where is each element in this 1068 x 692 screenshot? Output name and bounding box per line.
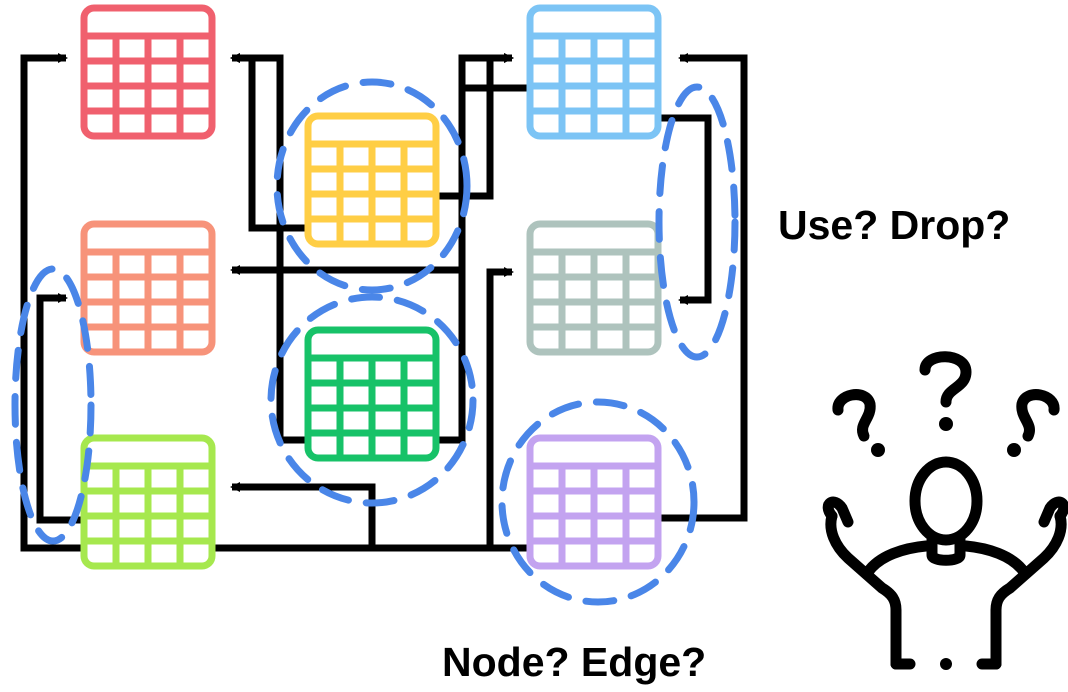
person-right-hand: [1038, 496, 1068, 528]
edge-lightblue-to-gray: [660, 114, 712, 305]
table-icon-red: [80, 4, 216, 140]
highlight-yellow-node: [273, 78, 471, 294]
highlight-purple-node: [498, 398, 698, 606]
node-edge-label: Node? Edge?: [442, 639, 707, 685]
use-drop-label: Use? Drop?: [778, 202, 1011, 248]
question-mark-dots: [871, 417, 1021, 670]
person-left-hand: [822, 496, 854, 528]
highlights-group: [11, 78, 739, 606]
table-icon-purple: [526, 434, 662, 570]
question-mark-center: [919, 351, 972, 408]
edge-into-gray: [84, 267, 514, 552]
highlight-left-edge: [11, 265, 95, 545]
dot-right: [1007, 443, 1021, 457]
edge-yellow-to-red: [230, 53, 308, 232]
edges-group: [20, 53, 748, 552]
person-head: [909, 456, 983, 546]
dot-center: [939, 417, 953, 431]
table-icon-lime: [80, 434, 216, 570]
edge-lime-to-orange: [36, 293, 84, 524]
edge-green-to-red: [230, 53, 308, 444]
person-body: [825, 510, 902, 670]
highlight-green-node: [267, 293, 477, 507]
person-neck: [926, 534, 966, 566]
question-mark-right: [1016, 389, 1060, 442]
question-mark-left: [832, 389, 876, 442]
table-icon-orange: [80, 220, 216, 356]
highlight-right-edge: [655, 83, 739, 361]
confused-person-icon: [822, 351, 1068, 670]
dot-feet: [940, 658, 952, 670]
edge-lime-to-red: [20, 53, 84, 552]
edge-purple-to-lightblue: [660, 53, 748, 522]
tables-group: [80, 4, 662, 570]
table-icon-lightblue: [526, 4, 662, 140]
edge-green-to-lightblue: [436, 53, 514, 444]
table-icon-yellow: [304, 112, 440, 248]
edge-into-lime: [230, 482, 490, 552]
table-icon-green: [304, 326, 440, 462]
table-icon-gray: [526, 220, 662, 356]
dot-left: [871, 443, 885, 457]
person-shoulders: [862, 540, 1030, 578]
person-body-right: [990, 510, 1067, 670]
